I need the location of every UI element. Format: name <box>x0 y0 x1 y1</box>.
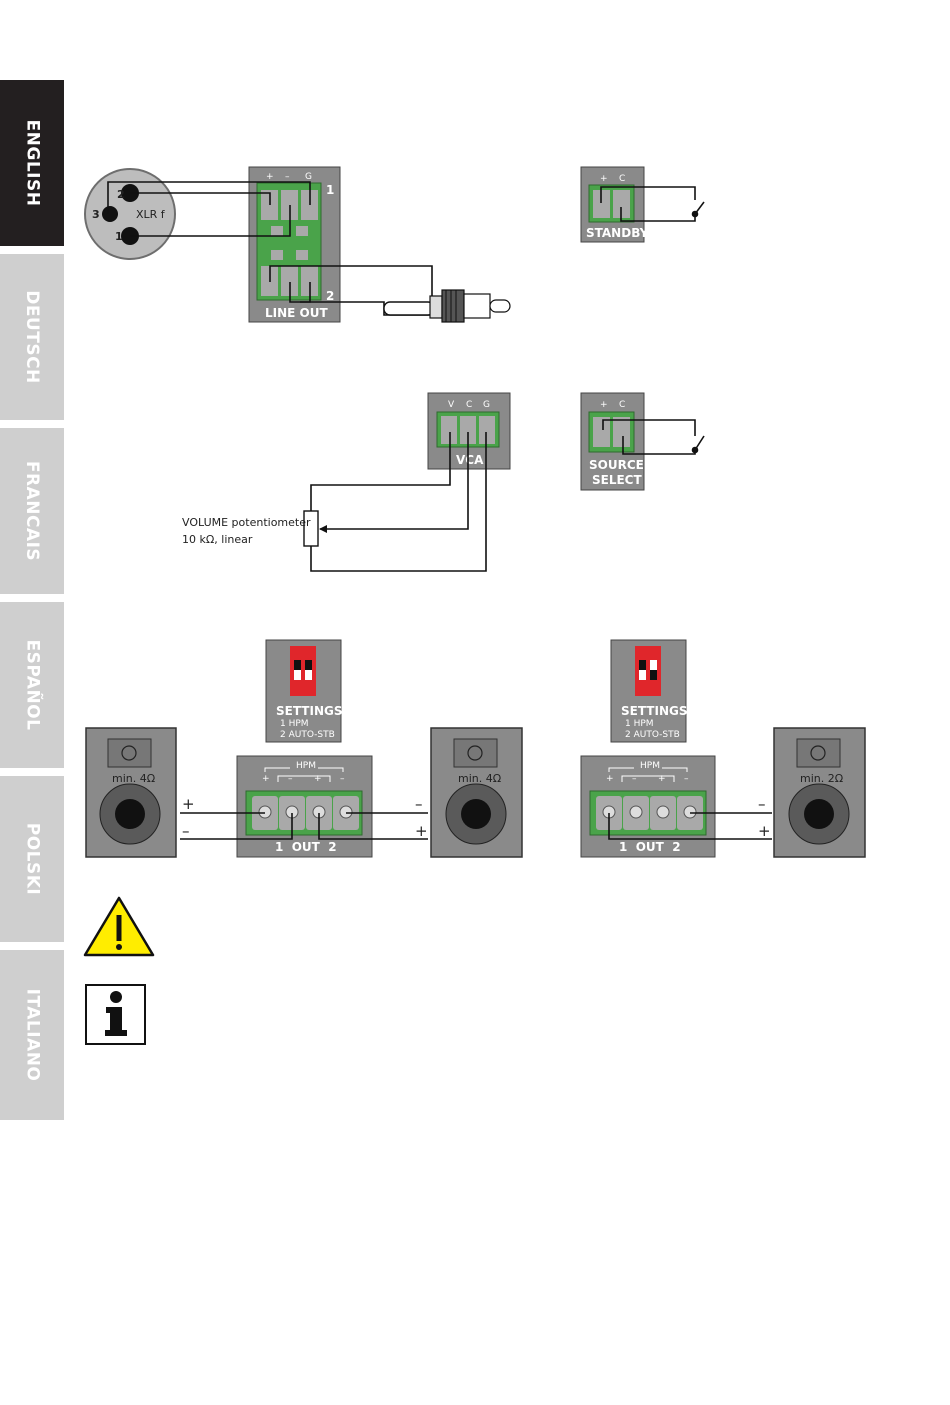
xlr-label: XLR f <box>136 208 166 221</box>
pot-line2: 10 kΩ, linear <box>182 533 253 546</box>
sign-minus: – <box>758 795 766 813</box>
svg-text:G: G <box>483 400 490 410</box>
sign-minus: – <box>182 822 190 840</box>
line-out-ch2: 2 <box>326 289 334 303</box>
sign-plus: + <box>182 795 195 813</box>
vca-module: V C G VCA <box>428 393 510 469</box>
speaker-left-b-label: min. 4Ω <box>458 772 501 785</box>
svg-text:C: C <box>619 174 625 184</box>
speaker-left-a: min. 4Ω <box>86 728 176 857</box>
amp-left-out-label: 1 OUT 2 <box>275 840 337 854</box>
speaker-left-b: min. 4Ω <box>431 728 522 857</box>
speaker-right: min. 2Ω <box>774 728 865 857</box>
warning-icon <box>85 898 153 955</box>
svg-text:–: – <box>288 774 293 784</box>
svg-text:G: G <box>305 172 312 182</box>
svg-text:–: – <box>285 172 290 182</box>
line-out-module: + – G 1 2 LINE OUT <box>249 167 340 322</box>
source-select-module: + C SOURCE SELECT <box>581 393 644 490</box>
svg-text:–: – <box>632 774 637 784</box>
xlr-pin2: 2 <box>117 188 125 201</box>
amplifier-right: HPM + – + – 1 OUT 2 <box>581 756 715 857</box>
svg-text:2 AUTO-STB: 2 AUTO-STB <box>280 730 335 740</box>
settings-title-left: SETTINGS <box>276 704 343 718</box>
settings-panel-right: SETTINGS 1 HPM 2 AUTO-STB <box>611 640 688 742</box>
line-out-ch1: 1 <box>326 183 334 197</box>
svg-text:+: + <box>658 774 666 784</box>
svg-text:C: C <box>619 400 625 410</box>
svg-text:HPM: HPM <box>640 761 660 771</box>
svg-text:+: + <box>266 172 274 182</box>
sign-plus: + <box>415 822 428 840</box>
rca-plug <box>384 290 510 322</box>
svg-text:+: + <box>606 774 614 784</box>
xlr-pin3: 3 <box>92 208 100 221</box>
svg-text:1 HPM: 1 HPM <box>625 719 654 729</box>
svg-text:+: + <box>600 400 608 410</box>
settings-title-right: SETTINGS <box>621 704 688 718</box>
info-icon <box>86 985 145 1044</box>
line-out-label: LINE OUT <box>265 306 328 320</box>
settings-panel-left: SETTINGS 1 HPM 2 AUTO-STB <box>266 640 343 742</box>
source-select-label-2: SELECT <box>592 473 642 487</box>
xlr-pin1: 1 <box>115 230 123 243</box>
amp-right-out-label: 1 OUT 2 <box>619 840 681 854</box>
pot-line1: VOLUME potentiometer <box>182 516 311 529</box>
amplifier-left: HPM + – + – 1 OUT 2 <box>237 756 372 857</box>
vca-label: VCA <box>456 453 484 467</box>
svg-text:C: C <box>466 400 472 410</box>
svg-text:HPM: HPM <box>296 761 316 771</box>
source-select-label-1: SOURCE <box>589 458 644 472</box>
volume-potentiometer: VOLUME potentiometer 10 kΩ, linear <box>182 511 327 546</box>
svg-text:1 HPM: 1 HPM <box>280 719 309 729</box>
speaker-left-a-label: min. 4Ω <box>112 772 155 785</box>
svg-text:+: + <box>314 774 322 784</box>
svg-text:V: V <box>448 400 455 410</box>
svg-text:–: – <box>340 774 345 784</box>
standby-module: + C STANDBY <box>581 167 649 242</box>
svg-text:–: – <box>684 774 689 784</box>
sign-plus: + <box>758 822 771 840</box>
svg-text:2 AUTO-STB: 2 AUTO-STB <box>625 730 680 740</box>
standby-label: STANDBY <box>586 226 649 240</box>
sign-minus: – <box>415 795 423 813</box>
svg-text:+: + <box>600 174 608 184</box>
svg-text:+: + <box>262 774 270 784</box>
speaker-right-label: min. 2Ω <box>800 772 843 785</box>
